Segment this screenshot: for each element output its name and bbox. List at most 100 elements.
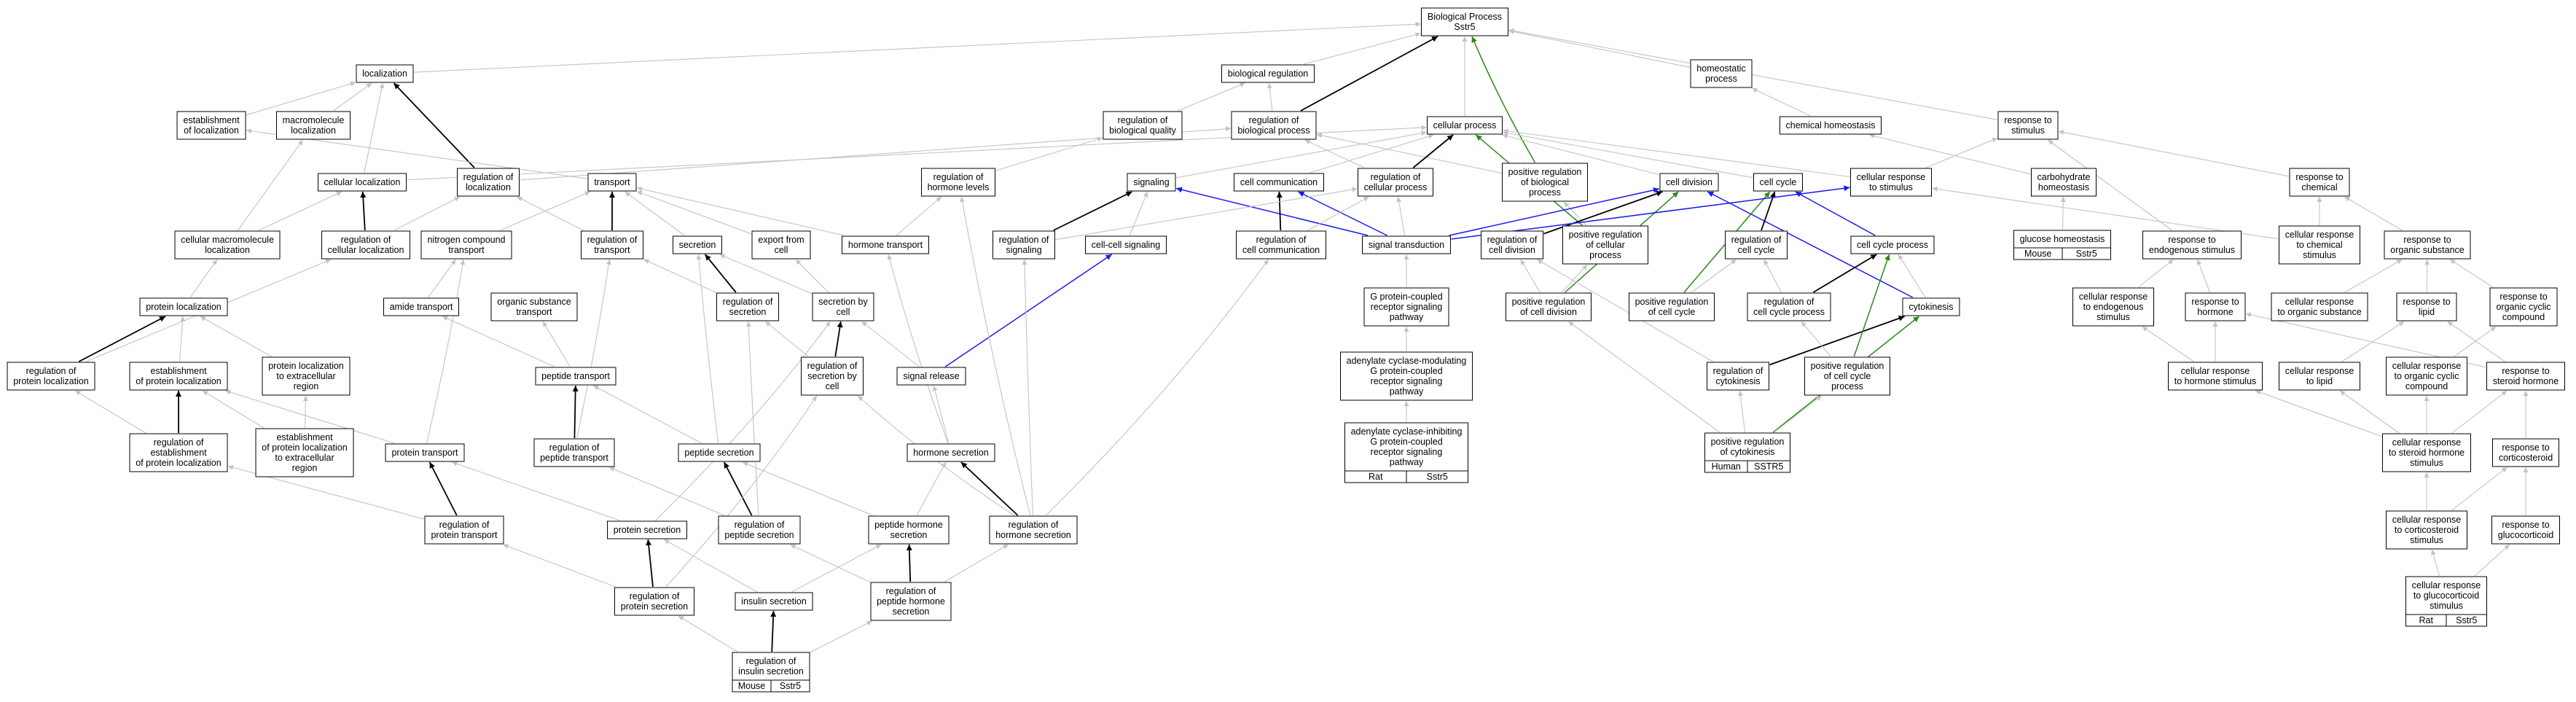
- go-term-node[interactable]: hormone secretion: [907, 443, 995, 462]
- go-term-node[interactable]: cell-cell signaling: [1085, 235, 1167, 254]
- edge-positively-regulates: [1853, 254, 1890, 357]
- go-term-node[interactable]: cytokinesis: [1902, 297, 1960, 316]
- go-term-node[interactable]: biological regulation: [1221, 64, 1315, 83]
- go-term-node[interactable]: localization: [356, 64, 414, 83]
- go-term-node[interactable]: protein secretion: [607, 520, 687, 539]
- go-term-node[interactable]: chemical homeostasis: [1780, 116, 1882, 135]
- go-term-node[interactable]: cell cycle process: [1850, 235, 1935, 254]
- go-term-node[interactable]: amide transport: [383, 297, 459, 316]
- go-term-node[interactable]: protein transport: [385, 443, 465, 462]
- go-term-node[interactable]: cell division: [1659, 173, 1719, 192]
- go-term-node[interactable]: peptide secretion: [678, 443, 761, 462]
- node-label-line: peptide secretion: [684, 448, 753, 458]
- go-term-node[interactable]: signal transduction: [1362, 235, 1451, 254]
- go-term-node[interactable]: peptide transport: [535, 367, 616, 386]
- go-term-node[interactable]: hormone transport: [842, 235, 929, 254]
- go-term-node[interactable]: protein localization: [139, 297, 228, 316]
- node-box: [842, 235, 929, 254]
- node-label-line: establishment: [150, 448, 207, 458]
- go-term-node[interactable]: transport: [587, 173, 637, 192]
- go-term-node[interactable]: signaling: [1127, 173, 1176, 192]
- go-term-node[interactable]: cell cycle: [1753, 173, 1803, 192]
- go-term-node[interactable]: cellular localization: [318, 173, 407, 192]
- go-term-node[interactable]: insulin secretion: [735, 592, 813, 611]
- go-term-node[interactable]: secretion: [673, 235, 722, 254]
- node-label-line: cell: [837, 307, 850, 317]
- go-term-node[interactable]: signal release: [896, 367, 966, 386]
- node-label-line: protein localization: [146, 302, 222, 312]
- go-term-node[interactable]: cellular process: [1427, 116, 1503, 135]
- go-term-node[interactable]: cell communication: [1234, 173, 1324, 192]
- edge-is-a: [995, 136, 1103, 171]
